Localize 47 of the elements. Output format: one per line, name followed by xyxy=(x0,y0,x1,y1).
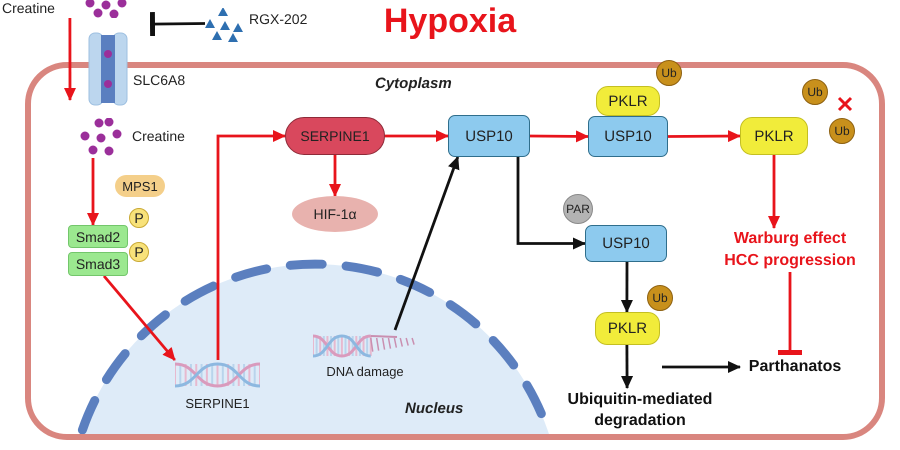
protein-box: Smad3 xyxy=(68,252,128,276)
inhibition-line xyxy=(778,272,802,355)
outcome-text: Ubiquitin-mediated degradation xyxy=(545,388,735,434)
gene-label: SERPINE1 xyxy=(184,396,251,411)
arrow xyxy=(329,155,341,197)
ubiquitin-badge: Ub xyxy=(802,79,828,105)
arrow xyxy=(216,130,286,360)
arrow xyxy=(530,130,589,142)
cell-membrane xyxy=(25,62,885,440)
protein-box: Smad2 xyxy=(68,225,128,248)
compartment-label: Nucleus xyxy=(405,400,464,417)
arrow xyxy=(87,158,99,226)
outcome-text: Parthanatos xyxy=(740,355,850,380)
arrow xyxy=(385,130,449,142)
protein-pill: SERPINE1 xyxy=(285,117,385,155)
ubiquitin-badge: Ub xyxy=(647,285,673,311)
protein-box: USP10 xyxy=(588,116,668,157)
arrow xyxy=(668,130,741,142)
outcome-text: Warburg effect HCC progression xyxy=(720,228,860,272)
protein-box: USP10 xyxy=(585,225,667,262)
protein-label: SLC6A8 xyxy=(133,72,186,88)
damage-label: DNA damage xyxy=(325,364,405,379)
arrow xyxy=(768,155,780,229)
arrow xyxy=(662,361,741,373)
phosphate-badge: P xyxy=(129,208,149,228)
drug-label: RGX-202 xyxy=(249,11,308,27)
protein-box: PKLR xyxy=(740,117,808,155)
protein-box: USP10 xyxy=(448,115,530,157)
compartment-label: Cytoplasm xyxy=(375,75,452,92)
molecule-label: Creatine xyxy=(2,0,55,16)
arrow xyxy=(102,275,176,361)
arrow xyxy=(620,262,633,313)
protein-box: PKLR xyxy=(596,86,660,116)
phosphate-badge: P xyxy=(129,242,149,262)
inhibition-line xyxy=(150,12,206,36)
arrow xyxy=(64,18,76,101)
arrow xyxy=(394,156,460,330)
molecule-label: Creatine xyxy=(132,128,185,144)
protein-box: PKLR xyxy=(595,312,660,345)
protein-ellipse: HIF-1α xyxy=(292,196,378,232)
ubiquitin-badge: Ub xyxy=(656,60,682,86)
ubiquitin-badge: Ub xyxy=(829,118,855,144)
par-badge: PAR xyxy=(563,194,593,224)
title: Hypoxia xyxy=(382,1,518,42)
arrow xyxy=(621,345,634,389)
enzyme-pill: MPS1 xyxy=(115,175,165,197)
arrow xyxy=(516,157,586,250)
